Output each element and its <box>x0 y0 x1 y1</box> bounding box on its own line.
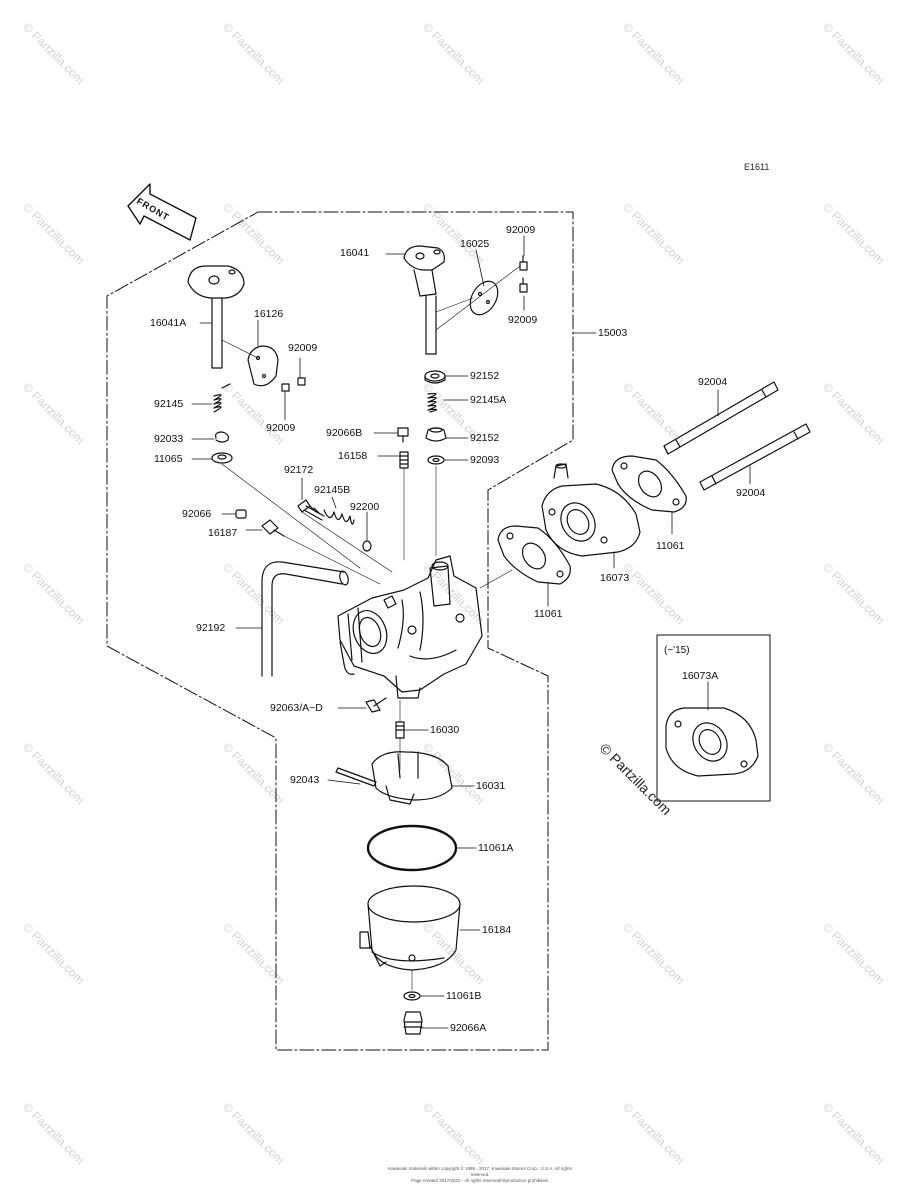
throttle-shaft-16041 <box>403 245 445 355</box>
label-16041A: 16041A <box>150 317 187 329</box>
label-16041: 16041 <box>340 247 370 259</box>
insulator-16073 <box>541 463 641 557</box>
label-16073: 16073 <box>600 572 630 584</box>
throttle-plate-16025 <box>469 280 499 316</box>
label-92192: 92192 <box>196 622 226 634</box>
label-92172: 92172 <box>284 464 314 476</box>
label-92066: 92066 <box>182 508 212 520</box>
stud-bolt-92004 <box>663 381 811 491</box>
washer-92200 <box>362 540 372 552</box>
label-11061: 11061 <box>656 540 685 552</box>
label-16187: 16187 <box>208 527 238 539</box>
assembly-outline-15003 <box>106 211 574 1051</box>
plug-92066 <box>235 509 247 519</box>
footer-line: Kawasaki materials within copyright © 19… <box>388 1166 572 1177</box>
label-92009: 92009 <box>508 314 538 326</box>
jet-16158 <box>399 451 409 469</box>
tube-92192 <box>261 561 349 677</box>
insulator-16073A <box>665 707 759 777</box>
label-92043: 92043 <box>290 774 320 786</box>
washer-92093 <box>427 455 445 465</box>
label-11061: 11061 <box>534 608 563 620</box>
label-16158: 16158 <box>338 450 368 462</box>
screw-92009-mid <box>281 377 306 392</box>
spring-92145B <box>323 509 355 525</box>
label-16184: 16184 <box>482 924 512 936</box>
washer-11061B <box>403 991 421 1001</box>
float-bowl-16184 <box>359 885 461 971</box>
jet-16030 <box>395 721 405 739</box>
gasket-11061-right <box>611 455 687 513</box>
label-16030: 16030 <box>430 724 460 736</box>
label-11061B: 11061B <box>446 990 482 1002</box>
choke-plate-16126 <box>247 345 279 387</box>
label-16126: 16126 <box>254 308 284 320</box>
screw-92066B <box>397 427 409 443</box>
screw-92009 <box>519 255 528 293</box>
float-16031 <box>371 751 453 805</box>
label-92009: 92009 <box>506 224 536 236</box>
label-16073A: 16073A <box>682 670 719 682</box>
footer-line: Page created 2017/2022 - All rights rese… <box>411 1178 549 1183</box>
label-92066A: 92066A <box>450 1022 487 1034</box>
spring-92145A <box>427 392 438 413</box>
label-92093: 92093 <box>470 454 500 466</box>
label-92004: 92004 <box>736 487 766 499</box>
label-16025: 16025 <box>460 238 490 250</box>
screw-92063 <box>365 697 387 713</box>
label-92066B: 92066B <box>326 427 363 439</box>
gasket-11061 <box>497 525 571 585</box>
label-92063: 92063/A~D <box>270 702 323 714</box>
drain-screw-92066A <box>403 1011 423 1035</box>
label-92009: 92009 <box>266 422 296 434</box>
label-92145A: 92145A <box>470 394 507 406</box>
choke-shaft-16041A <box>187 265 245 369</box>
label-92145: 92145 <box>154 398 184 410</box>
inset-box <box>656 634 771 802</box>
footer-notice: Kawasaki materials within copyright © 19… <box>380 1166 580 1184</box>
spring-92145 <box>213 383 231 413</box>
inset-note: (~'15) <box>664 645 690 656</box>
screw-92172 <box>297 499 325 521</box>
label-11061A: 11061A <box>478 842 514 854</box>
label-11065: 11065 <box>154 453 183 465</box>
carburetor-body <box>337 555 483 699</box>
seal-11065 <box>211 452 233 464</box>
o-ring-11061A <box>366 824 458 872</box>
label-92009: 92009 <box>288 342 318 354</box>
label-15003: 15003 <box>598 327 628 339</box>
label-92152: 92152 <box>470 432 500 444</box>
label-16031: 16031 <box>476 780 506 792</box>
diagram-code: E1611 <box>744 162 770 172</box>
label-92004: 92004 <box>698 376 728 388</box>
clip-92033 <box>215 431 229 443</box>
label-92152: 92152 <box>470 370 500 382</box>
front-arrow-icon <box>127 183 197 241</box>
fitting-16187 <box>261 519 285 537</box>
label-92145B: 92145B <box>314 484 351 496</box>
cap-92152 <box>425 427 447 442</box>
pin-92043 <box>335 767 377 787</box>
label-92033: 92033 <box>154 433 184 445</box>
washer-92152 <box>424 370 446 384</box>
label-92200: 92200 <box>350 501 380 513</box>
